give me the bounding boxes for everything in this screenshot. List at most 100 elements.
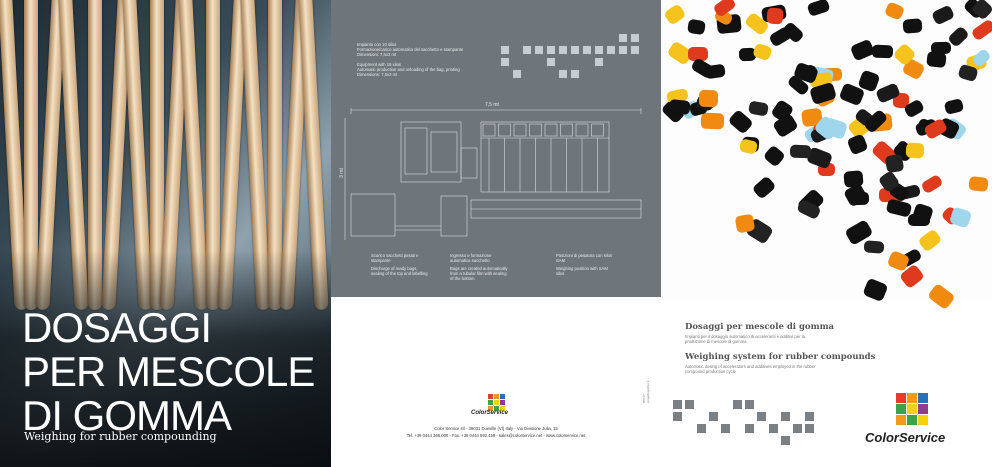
- pellet: [927, 283, 956, 311]
- caption-discharge-it: Scarico sacchetti pesati e stampante: [371, 253, 419, 263]
- dimension-width: 7,5 mt: [485, 102, 499, 108]
- pellet: [885, 154, 905, 174]
- decor-square: [571, 70, 579, 78]
- grey-square: [793, 424, 802, 433]
- cover-subtitle: Weighing for rubber compounding: [24, 430, 217, 443]
- pellet: [662, 3, 687, 26]
- tube: [24, 0, 38, 310]
- logo-tile: [488, 394, 493, 399]
- decor-square: [619, 46, 627, 54]
- grey-square: [781, 412, 790, 421]
- pellet: [931, 4, 956, 26]
- machine-drawing: [344, 108, 642, 240]
- decor-square: [547, 46, 555, 54]
- logo-tile: [500, 394, 505, 399]
- decor-square: [501, 58, 509, 66]
- logo-tile: [494, 394, 499, 399]
- pellet: [846, 133, 869, 156]
- pellet: [686, 18, 706, 35]
- specs-block: Impianto con 10 silos Formazione/carico …: [357, 42, 463, 77]
- print-code: B8717 - progettografico.it: [642, 380, 650, 403]
- decor-square: [631, 46, 639, 54]
- logo-tile: [488, 400, 493, 405]
- logo-tile: [494, 400, 499, 405]
- caption-bag-forming: Ingresso e formazione automatica sacchet…: [450, 253, 510, 281]
- pellet: [700, 112, 724, 130]
- title-line-1: DOSAGGI: [22, 304, 212, 351]
- silo: [575, 123, 589, 137]
- grey-square: [805, 424, 814, 433]
- caption-weighing-en: Weighing position with SAM silos: [556, 266, 608, 276]
- grey-square: [781, 436, 790, 445]
- title-line-2: PER MESCOLE: [22, 348, 315, 395]
- caption-bag-forming-en: Bags are created automatically from a tu…: [450, 266, 508, 281]
- pellet: [970, 18, 992, 42]
- grey-square: [673, 412, 682, 421]
- tube: [206, 0, 220, 310]
- logo-tile: [896, 393, 906, 403]
- pellet: [849, 38, 876, 62]
- pellet: [762, 144, 786, 168]
- pellet: [885, 198, 912, 218]
- decor-square: [595, 46, 603, 54]
- description-it: Impianti per il dosaggio automatico di a…: [685, 334, 805, 344]
- pellet: [863, 239, 885, 254]
- caption-bag-forming-it: Ingresso e formazione automatica sacchet…: [450, 253, 492, 263]
- pellet: [943, 97, 965, 116]
- silo: [498, 123, 511, 137]
- caption-weighing-it: Posizioni di pesatura con silos SAM: [556, 253, 613, 263]
- decor-square: [513, 70, 521, 78]
- pellet: [699, 89, 719, 108]
- spec-it-1: Impianto con 10 silos: [357, 42, 397, 47]
- photo-shade: [0, 250, 331, 467]
- tube: [88, 0, 102, 310]
- pellet: [908, 213, 930, 227]
- heading-en: Weighing system for rubber compounds: [685, 352, 876, 362]
- pellet: [751, 174, 777, 200]
- decor-square: [571, 46, 579, 54]
- logo-tile: [918, 393, 928, 403]
- pellet: [806, 0, 831, 17]
- decor-square: [583, 46, 591, 54]
- spec-it-2: Formazione/carico automatico del sacchet…: [357, 47, 464, 53]
- pellet: [668, 98, 691, 115]
- pellet: [925, 50, 947, 68]
- spec-en-3: Dimensions: 7,5x3 mt: [357, 72, 398, 78]
- decor-square: [559, 70, 567, 78]
- caption-weighing: Posizioni di pesatura con silos SAM Weig…: [556, 253, 616, 276]
- decor-square: [607, 46, 615, 54]
- pellet: [917, 228, 942, 253]
- logo-tile: [500, 400, 505, 405]
- grey-square: [769, 424, 778, 433]
- right-panel: Dosaggi per mescole di gomma Impianti pe…: [661, 0, 992, 467]
- address-line-2: Tel. +39 0444 366.000 - Fax. +39 0444 59…: [406, 433, 586, 438]
- logo-tile: [918, 404, 928, 414]
- silo: [482, 123, 496, 137]
- silo: [560, 123, 573, 137]
- silo: [529, 123, 542, 137]
- brand-name-large: ColorService: [865, 430, 946, 445]
- logo-tile: [896, 415, 906, 425]
- decor-square: [559, 46, 567, 54]
- pellet: [871, 44, 894, 59]
- description-en: Automatic dosing of accelerators and add…: [685, 364, 816, 374]
- logo-tile: [494, 406, 499, 411]
- logo-tile: [500, 406, 505, 411]
- pellet: [919, 173, 944, 195]
- tube: [150, 0, 164, 310]
- silo: [591, 123, 604, 137]
- spec-it-3: Dimensioni: 7,5x3 mt: [357, 52, 397, 58]
- silo: [544, 123, 558, 137]
- pellet: [752, 42, 774, 62]
- logo-tile: [907, 393, 917, 403]
- pellet: [734, 213, 756, 234]
- pellet: [739, 138, 759, 155]
- grey-square: [745, 400, 754, 409]
- pellets-photo: [661, 0, 992, 311]
- address-line-1: Color Service srl - 36031 Dueville (VI) …: [434, 426, 558, 431]
- grey-square: [757, 412, 766, 421]
- decor-square: [595, 58, 603, 66]
- decor-square: [523, 46, 531, 54]
